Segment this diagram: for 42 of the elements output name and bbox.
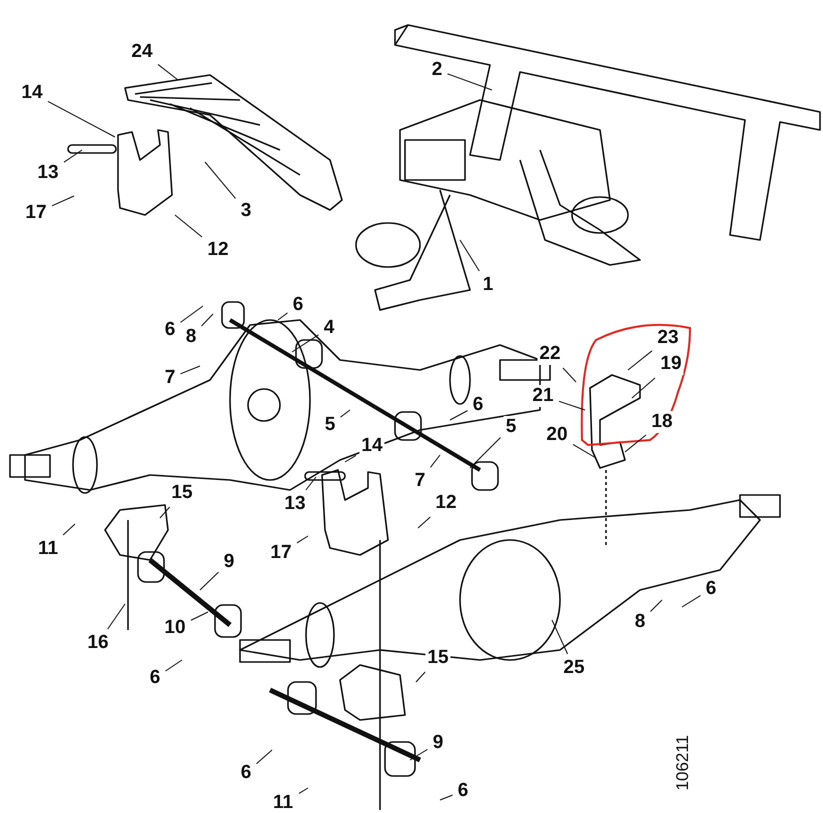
leader-line — [562, 368, 576, 382]
leader-line — [430, 454, 440, 468]
leader-line — [418, 516, 431, 528]
callout-number: 22 — [537, 343, 563, 365]
leader-line — [180, 366, 200, 374]
leader-line — [107, 604, 126, 630]
leader-line — [572, 444, 596, 458]
leader-line — [440, 794, 453, 800]
leader-line — [174, 214, 202, 238]
leader-line — [650, 600, 662, 612]
leader-line — [410, 748, 428, 760]
leader-line — [190, 612, 208, 621]
leader-line — [460, 240, 480, 272]
callout-number: 21 — [530, 385, 556, 407]
leader-line — [624, 434, 646, 452]
drawing-number: 106211 — [672, 735, 693, 790]
leader-line — [632, 377, 656, 398]
leader-line — [340, 410, 350, 418]
leader-line — [298, 788, 308, 794]
leader-line — [296, 536, 308, 544]
leader-line — [628, 350, 652, 370]
leader-line — [52, 196, 74, 206]
leader-line — [200, 572, 219, 590]
leader-line — [305, 476, 316, 490]
leader-line — [416, 672, 426, 682]
leader-line — [470, 437, 501, 468]
leader-line — [158, 64, 178, 80]
leader-line — [447, 73, 492, 90]
leader-line — [204, 162, 236, 199]
leader-line — [165, 660, 182, 672]
leader-line — [278, 312, 288, 320]
leader-line — [62, 524, 76, 536]
leader-line — [344, 454, 356, 462]
leader-line — [160, 506, 170, 518]
leader-line — [180, 306, 204, 323]
leader-line — [64, 150, 82, 163]
leader-line — [256, 750, 272, 764]
leader-line — [558, 400, 586, 410]
leader-line — [201, 314, 214, 327]
leader-line — [682, 595, 701, 608]
leader-line — [48, 100, 116, 138]
leader-line — [450, 410, 468, 420]
